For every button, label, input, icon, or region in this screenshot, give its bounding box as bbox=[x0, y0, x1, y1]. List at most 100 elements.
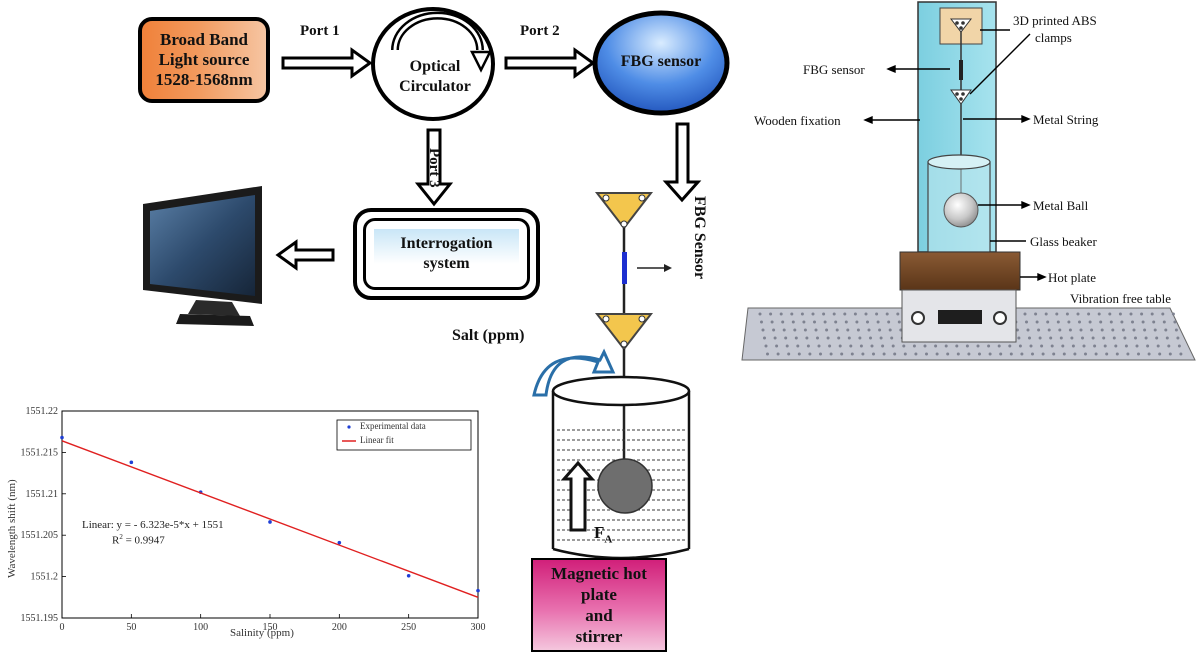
table-hole bbox=[925, 352, 928, 356]
port2-arrow bbox=[504, 47, 596, 79]
data-point bbox=[476, 588, 480, 593]
table-hole bbox=[1141, 320, 1145, 324]
table-hole bbox=[1037, 328, 1041, 332]
table-hole bbox=[814, 328, 818, 332]
table-hole bbox=[881, 344, 885, 348]
table-hole bbox=[849, 344, 853, 348]
table-hole bbox=[803, 328, 807, 332]
table-hole bbox=[1020, 352, 1024, 356]
table-hole bbox=[912, 344, 916, 348]
salt-pour-arrow bbox=[532, 348, 616, 397]
table-hole bbox=[1144, 336, 1148, 340]
table-hole bbox=[1103, 344, 1107, 348]
table-hole bbox=[808, 352, 812, 356]
table-hole bbox=[1015, 328, 1019, 332]
table-hole bbox=[976, 344, 980, 348]
table-hole bbox=[775, 344, 779, 348]
table-hole bbox=[1177, 344, 1181, 348]
table-hole bbox=[1137, 352, 1140, 356]
data-point bbox=[60, 435, 64, 440]
table-hole bbox=[825, 328, 829, 332]
table-hole bbox=[1056, 320, 1060, 324]
table-hole bbox=[870, 344, 874, 348]
metal-ball-label: Metal Ball bbox=[1033, 198, 1089, 213]
table-hole bbox=[887, 320, 891, 324]
x-tick-label: 300 bbox=[471, 622, 486, 633]
table-hole bbox=[802, 320, 806, 324]
table-hole bbox=[893, 352, 897, 356]
table-hole bbox=[785, 344, 789, 348]
table-hole bbox=[878, 328, 882, 332]
x-tick-label: 200 bbox=[332, 622, 347, 633]
setup-fbg-sensor-label: FBG sensor bbox=[803, 62, 865, 77]
table-hole bbox=[882, 352, 886, 356]
hot-plate-line1: Magnetic hot plate bbox=[551, 564, 647, 604]
data-point bbox=[268, 520, 272, 524]
table-hole bbox=[856, 328, 860, 332]
table-hole bbox=[766, 352, 769, 356]
table-hole bbox=[790, 312, 794, 316]
table-hole bbox=[864, 312, 868, 316]
data-point bbox=[406, 573, 411, 578]
table-hole bbox=[1047, 328, 1051, 332]
y-tick-label: 1551.21 bbox=[26, 489, 59, 500]
table-hole bbox=[844, 320, 848, 324]
table-hole bbox=[843, 312, 847, 316]
table-hole bbox=[896, 312, 900, 316]
table-hole bbox=[1105, 352, 1109, 356]
table-hole bbox=[1158, 352, 1162, 356]
table-hole bbox=[1052, 352, 1056, 356]
table-hole bbox=[1017, 336, 1021, 340]
table-hole bbox=[1079, 328, 1083, 332]
table-hole bbox=[902, 344, 906, 348]
table-hole bbox=[890, 336, 894, 340]
table-hole bbox=[1025, 320, 1028, 324]
table-hole bbox=[1081, 336, 1084, 340]
table-hole bbox=[828, 344, 832, 348]
table-hole bbox=[779, 312, 783, 316]
r2-suffix: = 0.9947 bbox=[122, 534, 165, 547]
table-hole bbox=[794, 336, 798, 340]
table-hole bbox=[758, 312, 762, 316]
table-hole bbox=[1161, 312, 1165, 316]
interrogation-system-box: Interrogation system bbox=[353, 208, 540, 300]
table-hole bbox=[834, 320, 838, 324]
table-hole bbox=[1009, 352, 1013, 356]
table-hole bbox=[999, 352, 1003, 356]
table-hole bbox=[1124, 344, 1128, 348]
table-hole bbox=[946, 352, 950, 356]
table-hole bbox=[816, 336, 819, 340]
fbg-down-arrow bbox=[662, 122, 702, 203]
table-hole bbox=[838, 344, 842, 348]
circulator-line2: Circulator bbox=[399, 78, 471, 95]
legend-label-data: Experimental data bbox=[360, 421, 426, 431]
table-hole bbox=[1068, 328, 1072, 332]
table-hole bbox=[846, 328, 850, 332]
table-hole bbox=[796, 344, 800, 348]
interrogation-line2: system bbox=[423, 255, 470, 272]
port1-label: Port 1 bbox=[300, 23, 340, 39]
table-hole bbox=[805, 336, 809, 340]
table-hole bbox=[791, 320, 795, 324]
port3-label: Port 3 bbox=[426, 148, 442, 188]
table-hole bbox=[858, 336, 862, 340]
table-hole bbox=[859, 344, 863, 348]
x-tick-label: 150 bbox=[263, 622, 278, 633]
table-hole bbox=[965, 344, 969, 348]
table-hole bbox=[1132, 328, 1136, 332]
y-tick-label: 1551.2 bbox=[31, 572, 59, 583]
table-hole bbox=[855, 320, 859, 324]
table-hole bbox=[853, 312, 857, 316]
fit-r-squared: R2 = 0.9947 bbox=[112, 533, 165, 547]
table-hole bbox=[1131, 320, 1134, 324]
table-hole bbox=[850, 352, 854, 356]
x-tick-label: 0 bbox=[60, 622, 65, 633]
table-hole bbox=[988, 352, 992, 356]
vibration-table-label: Vibration free table bbox=[1070, 291, 1172, 306]
table-hole bbox=[1146, 344, 1150, 348]
table-hole bbox=[784, 336, 788, 340]
table-hole bbox=[1084, 352, 1087, 356]
table-hole bbox=[835, 328, 839, 332]
table-hole bbox=[891, 344, 895, 348]
table-hole bbox=[1059, 336, 1063, 340]
